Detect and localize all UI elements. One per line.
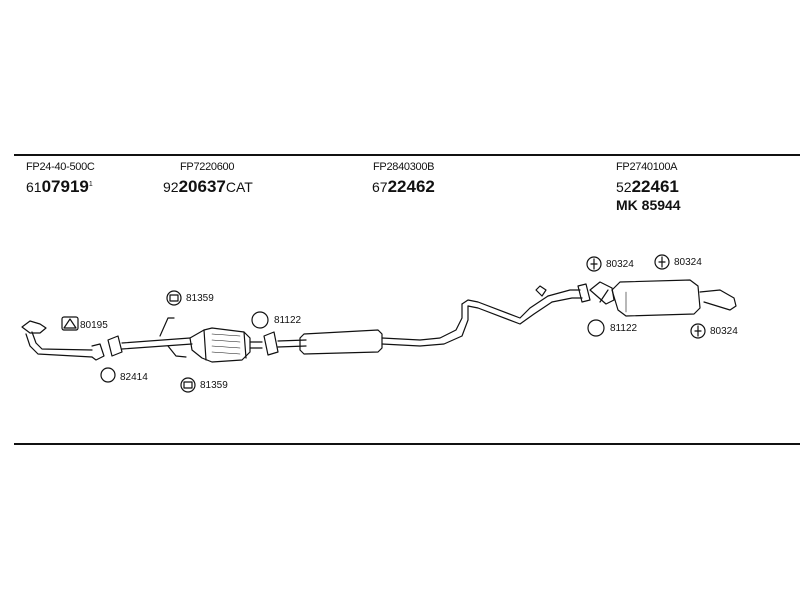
gasket-front-icon — [61, 316, 79, 331]
pn-prefix: 92 — [163, 179, 179, 195]
pn-prefix: 67 — [372, 179, 388, 195]
part-label-bolt-upper: 81359 — [186, 293, 214, 304]
center-silencer-drawing — [299, 283, 591, 355]
ref-code-front-pipe: FP24-40-500C — [26, 161, 95, 173]
bolt-upper-icon — [166, 290, 182, 306]
part-label-mount-rear-left: 80324 — [606, 259, 634, 270]
ring-rear-icon — [587, 319, 605, 337]
mount-rear-left-icon — [586, 256, 602, 272]
part-label-ring-front: 82414 — [120, 372, 148, 383]
part-label-ring-rear: 81122 — [610, 323, 638, 334]
pn-prefix: 61 — [26, 179, 42, 195]
pn-main: 22462 — [387, 177, 435, 196]
ref-code-mid-pipe: FP2840300B — [373, 161, 435, 173]
ref-code-rear-silencer: FP2740100A — [616, 161, 678, 173]
part-label-mount-rear-right: 80324 — [674, 257, 702, 268]
mount-rear-lower-icon — [690, 323, 706, 339]
part-label-gasket-front: 80195 — [80, 320, 108, 331]
part-number-rear-silencer: 5222461 — [616, 178, 679, 195]
catalytic-converter-drawing — [189, 327, 263, 363]
ref-code-catalyst: FP7220600 — [180, 161, 235, 173]
pn-main: 07919 — [41, 177, 89, 196]
mount-rear-right-icon — [654, 254, 670, 270]
connector-pipe-drawing — [107, 317, 193, 358]
part-label-bolt-lower: 81359 — [200, 380, 228, 391]
bolt-lower-icon — [180, 377, 196, 393]
pn-main: 22461 — [631, 177, 679, 196]
mounting-kit-number: MK 85944 — [616, 197, 681, 213]
pn-prefix: 52 — [616, 179, 632, 195]
part-number-catalyst: 9220637CAT — [163, 178, 253, 195]
bottom-divider — [14, 443, 800, 445]
pn-suffix: CAT — [225, 179, 253, 195]
part-label-ring-mid: 81122 — [274, 315, 302, 326]
part-label-mount-rear-lower: 80324 — [710, 326, 738, 337]
top-divider — [14, 154, 800, 156]
part-number-front-pipe: 61079191 — [26, 178, 93, 195]
front-pipe-drawing — [21, 320, 105, 361]
part-number-mid-pipe: 6722462 — [372, 178, 435, 195]
flange-after-cat-drawing — [263, 331, 307, 356]
ring-front-icon — [100, 367, 116, 383]
rear-silencer-drawing — [589, 279, 737, 317]
pn-superscript: 1 — [88, 181, 93, 188]
ring-mid-icon — [251, 311, 269, 329]
pn-main: 20637 — [178, 177, 226, 196]
